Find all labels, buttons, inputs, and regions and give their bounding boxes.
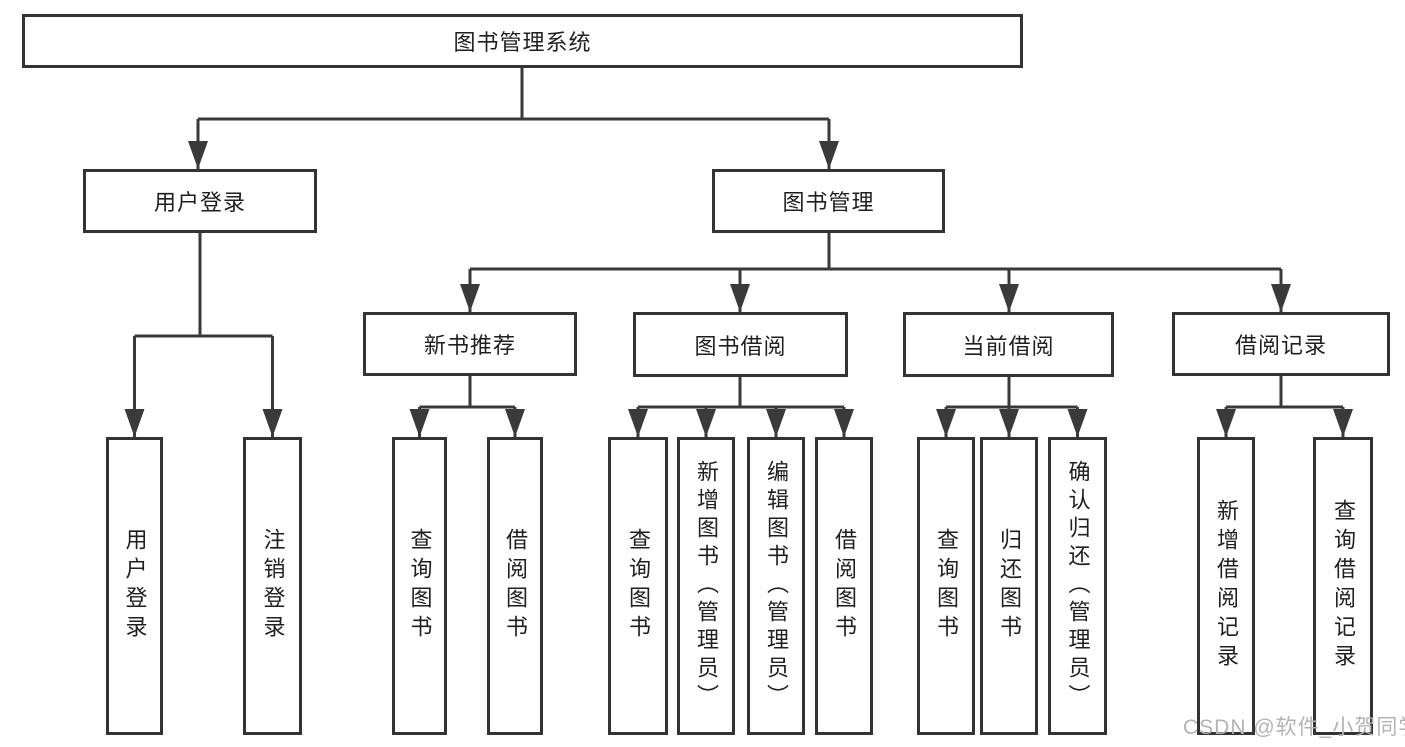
node-label: 图书管理 — [782, 190, 875, 215]
node-label: 新增借阅记录 — [1214, 499, 1239, 673]
node-root-system: 图书管理系统 — [22, 14, 1023, 68]
node-label: 图书管理系统 — [453, 30, 592, 55]
leaf-borrow-book-newbook: 借阅图书 — [487, 437, 543, 735]
node-label: 图书借阅 — [694, 333, 787, 359]
leaf-confirm-return-admin: 确认归还（管理员） — [1048, 437, 1107, 735]
node-label: 借阅图书 — [503, 528, 528, 644]
leaf-edit-book-admin: 编辑图书（管理员） — [747, 437, 805, 735]
node-book-borrow: 图书借阅 — [633, 312, 848, 377]
node-label: 查询借阅记录 — [1331, 499, 1356, 673]
leaf-add-book-admin: 新增图书（管理员） — [677, 437, 735, 735]
node-label: 编辑图书（管理员） — [764, 460, 789, 712]
node-label: 当前借阅 — [962, 333, 1055, 359]
node-label: 查询图书 — [626, 528, 651, 644]
leaf-query-book-newbook: 查询图书 — [392, 437, 447, 735]
node-borrow-records: 借阅记录 — [1172, 312, 1390, 376]
node-label: 借阅记录 — [1234, 333, 1327, 358]
leaf-query-book-borrow: 查询图书 — [608, 437, 668, 735]
node-user-login: 用户登录 — [83, 169, 317, 233]
node-label: 归还图书 — [997, 528, 1022, 644]
node-label: 用户登录 — [153, 190, 246, 215]
node-label: 新增图书（管理员） — [694, 460, 719, 712]
csdn-watermark: CSDN @软件_小贺同学 — [1183, 716, 1405, 739]
leaf-user-login: 用户登录 — [106, 437, 163, 735]
node-new-book-recommend: 新书推荐 — [363, 312, 577, 376]
node-current-borrow: 当前借阅 — [903, 312, 1114, 377]
leaf-query-borrow-record: 查询借阅记录 — [1313, 437, 1373, 735]
node-label: 确认归还（管理员） — [1065, 460, 1091, 712]
leaf-add-borrow-record: 新增借阅记录 — [1197, 437, 1255, 735]
node-label: 查询图书 — [934, 528, 959, 644]
node-label: 注销登录 — [260, 528, 286, 644]
node-label: 借阅图书 — [832, 528, 857, 644]
leaf-query-book-current: 查询图书 — [917, 437, 975, 735]
leaf-logout: 注销登录 — [243, 437, 302, 735]
node-label: 查询图书 — [407, 528, 433, 644]
node-label: 用户登录 — [122, 528, 148, 644]
leaf-return-book: 归还图书 — [980, 437, 1038, 735]
node-label: 新书推荐 — [423, 333, 516, 358]
node-book-management: 图书管理 — [712, 169, 945, 233]
leaf-borrow-book-borrow: 借阅图书 — [815, 437, 873, 735]
